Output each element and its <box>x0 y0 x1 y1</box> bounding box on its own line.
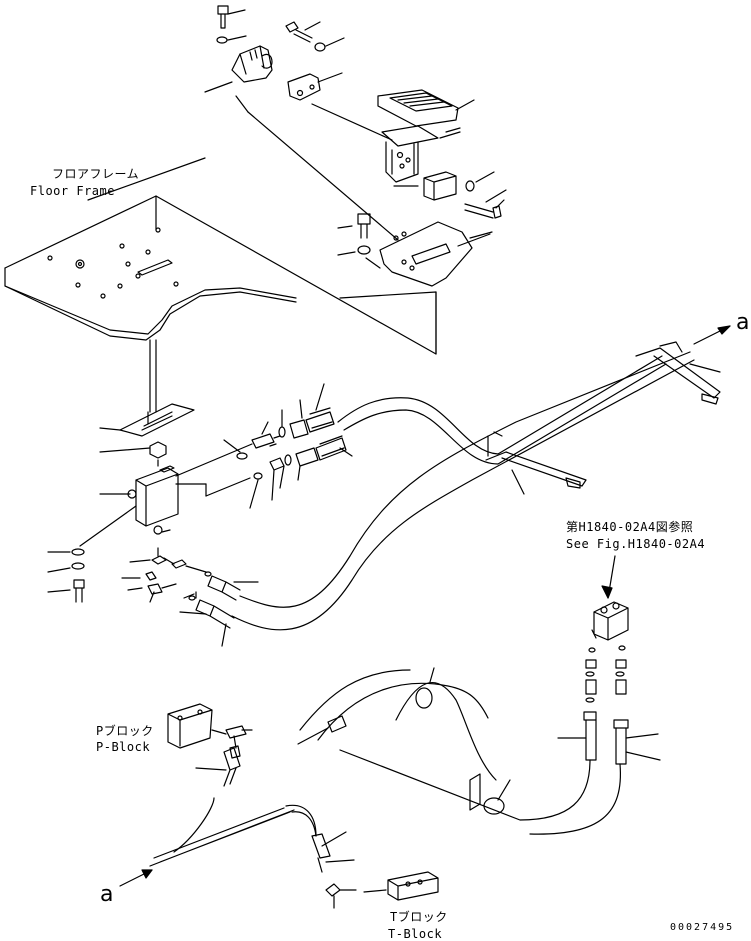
p-block-part <box>168 704 252 758</box>
see-figure-label-en: See Fig.H1840-02A4 <box>566 537 706 551</box>
reference-a-bottom: a <box>100 882 114 907</box>
see-figure-label-jp: 第H1840-02A4図参照 <box>566 520 694 534</box>
pipe-run <box>232 326 730 630</box>
right-valve-assembly <box>120 556 660 886</box>
floor-frame-label-jp: フロアフレーム <box>52 167 140 181</box>
t-block-part <box>326 872 438 908</box>
p-block-label-jp: Pブロック <box>96 724 154 738</box>
p-block-label-en: P-Block <box>96 740 151 754</box>
valve-block-assembly <box>48 384 352 646</box>
t-block-label-en: T-Block <box>388 927 443 941</box>
drawing-number: 00027495 <box>670 922 735 933</box>
t-block-label-jp: Tブロック <box>390 910 448 924</box>
leader-lines <box>446 128 504 246</box>
floor-frame-label-en: Floor Frame <box>30 184 115 198</box>
reference-a-top: a <box>736 310 750 335</box>
pedal-bracket-assembly <box>205 6 506 286</box>
floor-frame <box>5 158 436 412</box>
